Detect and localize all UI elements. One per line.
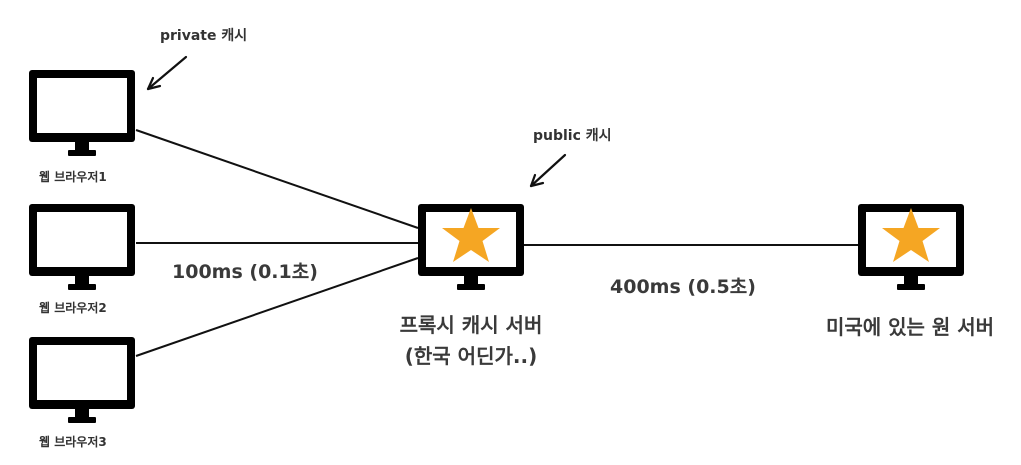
star-icon	[442, 208, 500, 262]
latency-browser-proxy: 100ms (0.1초)	[172, 261, 318, 283]
proxy-server-label: 프록시 캐시 서버 (한국 어딘가..)	[371, 310, 571, 372]
arrow-icon	[146, 55, 188, 91]
proxy-server-name: 프록시 캐시 서버	[399, 313, 543, 337]
arrow-icon	[529, 153, 567, 188]
browser3-label: 웹 브라우저3	[39, 435, 107, 449]
public-cache-label: public 캐시	[533, 128, 612, 144]
proxy-server-location: (한국 어딘가..)	[404, 344, 538, 368]
connection-lines	[135, 129, 858, 357]
monitor-icon	[29, 337, 135, 423]
link-browser1-proxy	[135, 129, 419, 229]
origin-server-label: 미국에 있는 원 서버	[825, 315, 995, 339]
private-cache-label: private 캐시	[160, 28, 248, 44]
monitor-icon	[29, 70, 135, 156]
browser1-label: 웹 브라우저1	[39, 170, 107, 184]
link-browser3-proxy	[135, 257, 419, 357]
monitor-icon	[29, 204, 135, 290]
star-icon	[882, 208, 940, 262]
latency-proxy-origin: 400ms (0.5초)	[610, 276, 756, 298]
browser2-label: 웹 브라우저2	[39, 301, 107, 315]
